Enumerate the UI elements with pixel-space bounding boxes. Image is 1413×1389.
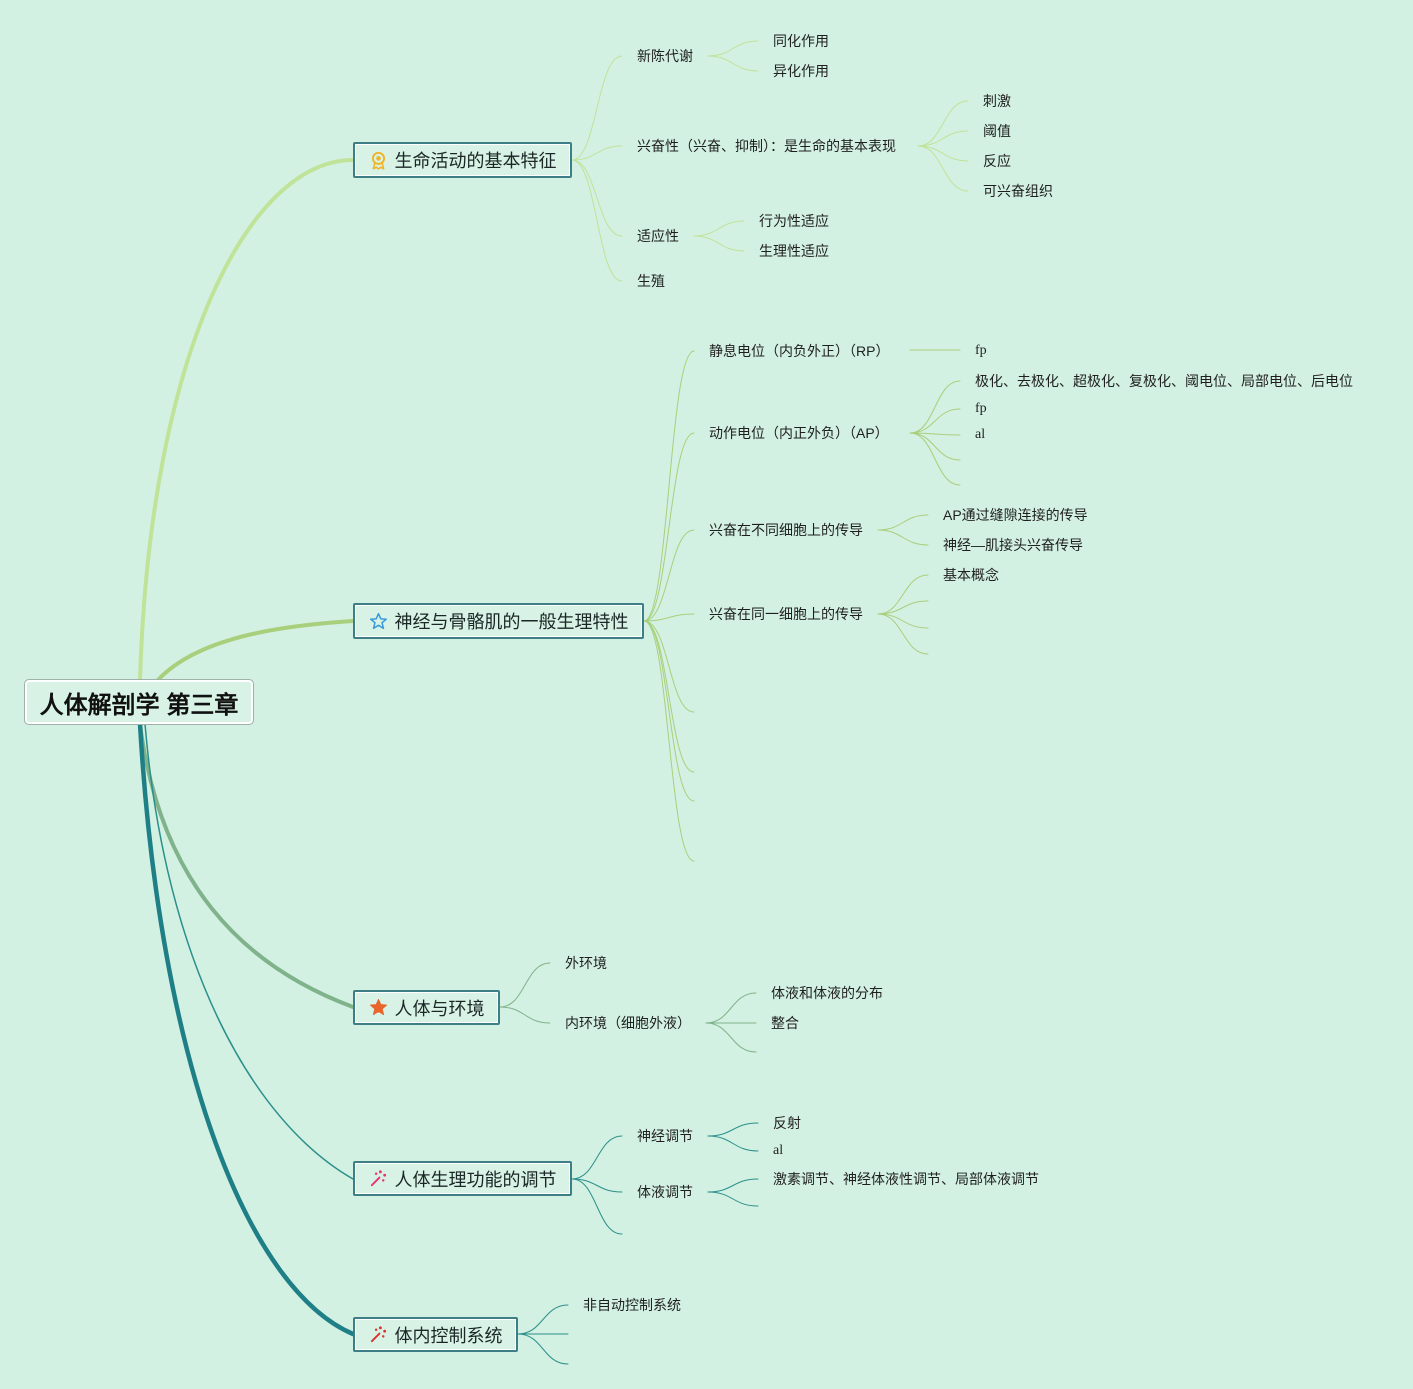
connector	[517, 1304, 569, 1335]
topic-humoral-regulation[interactable]: 体液调节	[637, 1184, 693, 1200]
connector	[499, 1006, 551, 1024]
connector	[693, 220, 745, 237]
topic-metabolism[interactable]: 新陈代谢	[637, 48, 693, 64]
star-filled-icon	[369, 998, 389, 1018]
topic-integration[interactable]: 整合	[771, 1015, 799, 1031]
main-connector-control-systems	[137, 721, 356, 1337]
connector	[571, 1135, 623, 1180]
magic-wand-icon	[369, 1169, 389, 1189]
connector	[643, 432, 695, 622]
topic-reflex[interactable]: 反射	[773, 1115, 801, 1131]
connector	[643, 620, 695, 862]
connector	[707, 1191, 759, 1207]
connector	[693, 235, 745, 252]
connector	[877, 514, 929, 531]
connector	[571, 55, 623, 161]
main-connector-nerve-muscle-physiology	[156, 619, 355, 682]
connector	[877, 600, 929, 615]
connector	[909, 408, 961, 434]
connector	[707, 1178, 759, 1193]
topic-threshold[interactable]: 阈值	[983, 123, 1011, 139]
topic-reproduction[interactable]: 生殖	[637, 273, 665, 289]
branch-basic-life-features[interactable]: 生命活动的基本特征	[353, 142, 572, 178]
connector	[571, 1178, 623, 1235]
connector	[643, 620, 695, 773]
topic-action-potential[interactable]: 动作电位（内正外负）（AP）	[709, 425, 889, 441]
connector	[909, 432, 961, 486]
topic-adaptability[interactable]: 适应性	[637, 228, 679, 244]
main-connector-body-environment	[138, 722, 355, 1009]
connector	[917, 130, 969, 147]
connector	[571, 1178, 623, 1193]
connector	[517, 1333, 569, 1365]
connector	[707, 1135, 759, 1152]
branch-label: 人体生理功能的调节	[394, 1169, 557, 1190]
branch-control-systems[interactable]: 体内控制系统	[353, 1317, 518, 1352]
topic-neural-regulation[interactable]: 神经调节	[637, 1128, 693, 1144]
topic-anabolism[interactable]: 同化作用	[773, 33, 829, 49]
topic-physiological-adaptation[interactable]: 生理性适应	[759, 243, 829, 259]
connector	[643, 529, 695, 622]
connector	[571, 145, 623, 161]
topic-hormonal-regulation-types[interactable]: 激素调节、神经体液性调节、局部体液调节	[773, 1171, 1039, 1187]
topic-ap-al[interactable]: al	[975, 427, 986, 442]
star-outline-icon	[369, 611, 389, 631]
topic-conduction-between-cells[interactable]: 兴奋在不同细胞上的传导	[709, 522, 863, 538]
connector	[705, 1022, 757, 1053]
topic-internal-environment[interactable]: 内环境（细胞外液）	[565, 1015, 691, 1031]
magic-wand-icon	[369, 1325, 389, 1345]
connector	[877, 529, 929, 546]
connector	[643, 620, 695, 713]
central-topic[interactable]: 人体解剖学 第三章	[24, 679, 254, 725]
branch-nerve-muscle-physiology[interactable]: 神经与骨骼肌的一般生理特性	[353, 603, 644, 639]
connector	[877, 613, 929, 629]
connector	[909, 432, 961, 461]
connector	[917, 145, 969, 192]
topic-non-automatic-control[interactable]: 非自动控制系统	[583, 1297, 681, 1313]
connector	[643, 350, 695, 622]
topic-external-environment[interactable]: 外环境	[565, 955, 607, 971]
connector	[705, 992, 757, 1024]
topic-excitable-tissue[interactable]: 可兴奋组织	[983, 183, 1053, 199]
connector	[909, 380, 961, 434]
topic-conduction-within-cell[interactable]: 兴奋在同一细胞上的传导	[709, 606, 863, 622]
topic-gap-junction-conduction[interactable]: AP通过缝隙连接的传导	[943, 507, 1088, 523]
topic-stimulus[interactable]: 刺激	[983, 93, 1011, 109]
topic-behavioral-adaptation[interactable]: 行为性适应	[759, 213, 829, 229]
topic-excitability[interactable]: 兴奋性（兴奋、抑制）：是生命的基本表现	[637, 138, 896, 154]
branch-label: 体内控制系统	[394, 1325, 503, 1346]
main-connector-physiological-regulation	[144, 723, 354, 1180]
topic-basic-concepts[interactable]: 基本概念	[943, 567, 999, 583]
connector	[707, 40, 759, 57]
topic-neuromuscular-junction[interactable]: 神经—肌接头兴奋传导	[943, 537, 1083, 553]
branch-body-environment[interactable]: 人体与环境	[353, 990, 500, 1025]
topic-resting-potential[interactable]: 静息电位（内负外正）（RP）	[709, 343, 890, 359]
connector	[499, 962, 551, 1008]
branch-physiological-regulation[interactable]: 人体生理功能的调节	[353, 1161, 572, 1196]
topic-neural-al[interactable]: al	[773, 1143, 784, 1158]
connector	[643, 613, 695, 622]
main-connector-basic-life-features	[138, 158, 355, 682]
branch-label: 人体与环境	[394, 998, 485, 1019]
connector	[877, 613, 929, 655]
connector	[877, 574, 929, 615]
topic-ap-phases[interactable]: 极化、去极化、超极化、复极化、阈电位、局部电位、后电位	[975, 373, 1353, 389]
topic-rp-fp[interactable]: fp	[975, 343, 987, 358]
topic-response[interactable]: 反应	[983, 153, 1011, 169]
connector	[707, 55, 759, 72]
connector	[571, 159, 623, 282]
branch-label: 生命活动的基本特征	[394, 151, 557, 171]
connector	[571, 159, 623, 237]
topic-body-fluid-distribution[interactable]: 体液和体液的分布	[771, 985, 883, 1001]
topic-catabolism[interactable]: 异化作用	[773, 63, 829, 79]
branch-label: 神经与骨骼肌的一般生理特性	[394, 612, 629, 632]
topic-ap-fp[interactable]: fp	[975, 401, 987, 416]
connector	[917, 100, 969, 147]
connector	[917, 145, 969, 162]
connector	[707, 1122, 759, 1137]
connector	[643, 620, 695, 802]
award-icon	[369, 150, 389, 170]
